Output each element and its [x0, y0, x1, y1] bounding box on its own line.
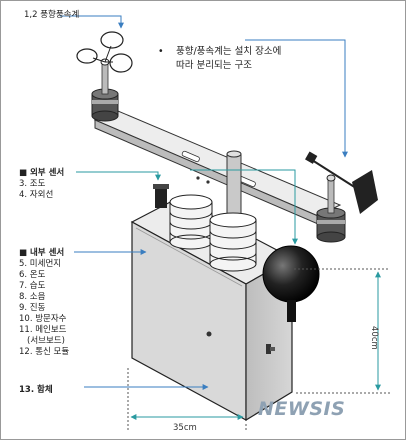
label-external-item: 4. 자외선 — [19, 190, 54, 200]
dimension-height-label: 40cm — [369, 326, 379, 350]
light-sensor — [153, 184, 169, 208]
label-internal-item: 7. 습도 — [19, 281, 46, 291]
wind-vane — [305, 151, 378, 243]
crossbar-arm — [93, 110, 342, 225]
label-internal-item: 12. 통신 모듈 — [19, 347, 70, 357]
label-internal-item: 11. 메인보드 — [19, 325, 67, 335]
label-internal-item: (서브보드) — [27, 336, 65, 346]
label-external-item: 3. 조도 — [19, 179, 46, 189]
radiation-shield-left — [169, 194, 213, 250]
label-internal-item: 6. 온도 — [19, 270, 46, 280]
central-mast — [226, 150, 242, 217]
uv-sensor-ball — [262, 245, 320, 322]
leader-lines — [60, 15, 348, 390]
label-internal-item: 8. 소음 — [19, 292, 46, 302]
label-external-title: ■ 외부 센서 — [19, 168, 65, 178]
newsis-watermark: NEWSIS — [258, 398, 346, 420]
leader-external-light — [76, 171, 161, 181]
label-internal-item: 5. 미세먼지 — [19, 259, 62, 269]
label-internal-item: 9. 진동 — [19, 303, 46, 313]
note-line-2: 따라 분리되는 구조 — [176, 60, 252, 71]
note-line-1: 풍향/풍속계는 설치 장소에 — [176, 46, 282, 57]
label-internal-title: ■ 내부 센서 — [19, 248, 65, 258]
label-housing: 13. 함체 — [19, 385, 53, 395]
anemometer — [76, 31, 133, 122]
leader-vane — [245, 39, 348, 158]
dimension-lines — [127, 268, 390, 432]
leader-anemometer — [60, 15, 124, 29]
label-anemometer: 1,2 풍향풍속계 — [24, 10, 80, 20]
note-bullet: • — [158, 46, 164, 57]
label-internal-item: 10. 방문자수 — [19, 314, 67, 324]
radiation-shield-right — [209, 212, 257, 272]
leader-external-uv — [190, 169, 298, 245]
dimension-width-label: 35cm — [173, 423, 197, 433]
